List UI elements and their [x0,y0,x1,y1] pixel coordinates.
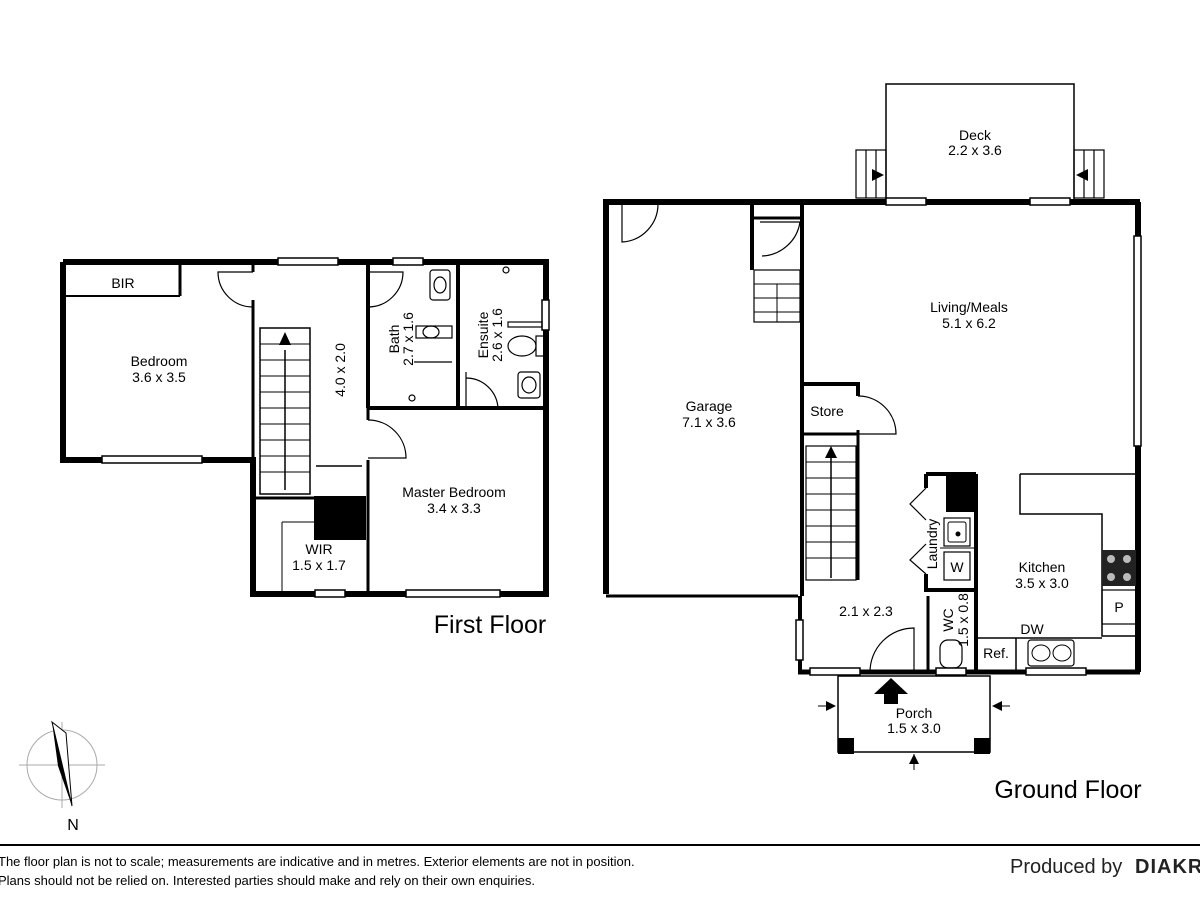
first-floor-plan [60,257,550,598]
bath-size: 2.7 x 1.6 [400,312,416,366]
laundry-door-upper [909,487,927,521]
laundry-label: Laundry [924,519,940,570]
garage-size: 7.1 x 3.6 [682,414,736,430]
laundry-sink [943,517,971,547]
produced-by-label: Produced by [1010,856,1122,878]
bedroom-name: Bedroom [131,353,188,369]
ensuite-size: 2.6 x 1.6 [489,308,505,362]
ensuite-door [465,377,499,409]
footer-disclaimer-line-1: The floor plan is not to scale; measurem… [0,854,635,869]
entry-size: 2.1 x 2.3 [839,603,893,619]
stair-hall-door [367,271,404,308]
kitchen-sink [1027,639,1075,667]
washer-label: W [950,559,964,575]
living-door [760,221,801,257]
laundry-door-lower [909,543,927,575]
kitchen-size: 3.5 x 3.0 [1015,575,1069,591]
kitchen-name: Kitchen [1019,559,1066,575]
laundry-pillar [946,474,976,512]
bathroom-fixtures [408,266,545,402]
brand-logo-text: DIAKRI [1135,856,1200,878]
living-meals-size: 5.1 x 6.2 [942,315,996,331]
store-walls [802,382,860,396]
wir-name: WIR [305,541,332,557]
bedroom-door [217,271,254,308]
first-floor-outer-wall [60,259,549,597]
cooktop [1102,550,1136,586]
ground-floor-windows [795,197,1142,676]
porch-size: 1.5 x 3.0 [887,720,941,736]
deck-name: Deck [959,127,992,143]
porch-outline [837,675,991,753]
bedroom-size: 3.6 x 3.5 [132,369,186,385]
deck-size: 2.2 x 3.6 [948,142,1002,158]
compass-icon [19,720,105,808]
ensuite-name: Ensuite [475,311,491,358]
ground-floor-plan [603,83,1142,770]
ground-floor-title: Ground Floor [994,776,1141,804]
store-label: Store [810,403,844,419]
pantry-box [1101,589,1137,625]
first-floor-windows [101,257,550,598]
first-floor-title: First Floor [434,611,547,639]
garage-side-door [621,203,659,243]
fridge-label: Ref. [983,645,1009,661]
entry-door [869,627,915,673]
wc-name: WC [940,608,956,631]
dishwasher-label: DW [1020,621,1044,637]
deck-steps [855,149,1105,199]
washer-box [943,551,971,581]
master-door [367,419,407,459]
entry-arrow [874,678,908,704]
footer-disclaimer-line-2: Plans should not be relied on. Intereste… [0,873,535,888]
master-bedroom-size: 3.4 x 3.3 [427,500,481,516]
void-block [314,496,366,540]
wc-size: 1.5 x 0.8 [955,593,971,647]
compass-north-label: N [67,817,79,834]
wir-size: 1.5 x 1.7 [292,557,346,573]
pantry-label: P [1114,599,1123,615]
bir-label: BIR [111,275,134,291]
master-bedroom-name: Master Bedroom [402,484,505,500]
garage-name: Garage [686,398,733,414]
porch-name: Porch [896,705,933,721]
living-meals-name: Living/Meals [930,299,1008,315]
first-floor-stairs [259,327,311,495]
store-door [857,395,897,435]
bath-name: Bath [386,325,402,354]
hall-size: 4.0 x 2.0 [332,343,348,397]
